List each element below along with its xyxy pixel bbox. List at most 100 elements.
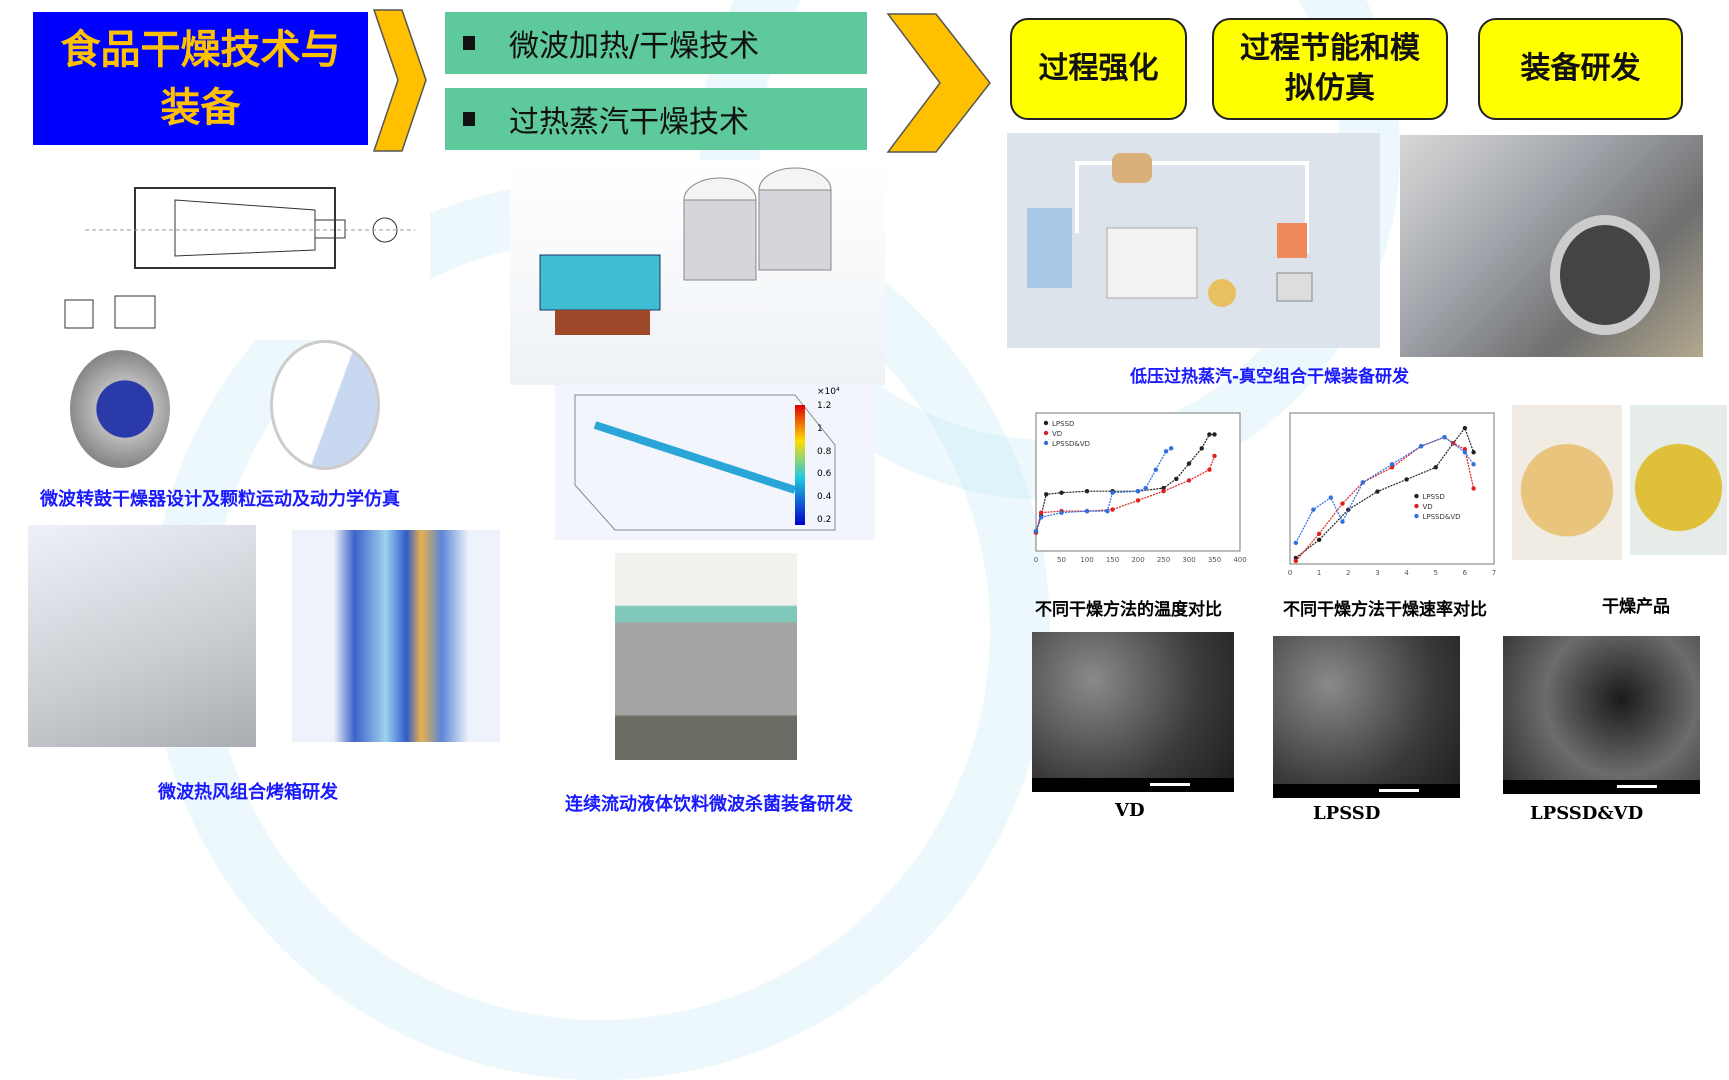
data-point (1311, 507, 1316, 512)
data-point (1471, 450, 1476, 455)
data-point (1471, 486, 1476, 491)
data-point (1038, 510, 1044, 515)
plot-frame (1035, 412, 1241, 552)
data-point (1462, 425, 1468, 431)
data-point (1316, 531, 1322, 536)
data-point (1212, 453, 1217, 459)
legend-marker (1414, 513, 1419, 519)
colorbar-tick: 0.2 (817, 514, 832, 525)
data-point (1389, 465, 1395, 470)
goal-energy-saving-simulation: 过程节能和模拟仿真 (1212, 18, 1448, 120)
colorbar-tick: 1 (817, 423, 823, 434)
goal-equipment-development: 装备研发 (1478, 18, 1683, 120)
data-point (1135, 498, 1141, 503)
legend-marker (1043, 420, 1049, 426)
legend-marker (1043, 440, 1049, 446)
data-point (1163, 449, 1169, 454)
data-point (1207, 432, 1212, 437)
dried-fruit-jar-photo (1630, 405, 1727, 555)
series-line (1295, 436, 1475, 544)
data-point (1161, 485, 1166, 491)
data-point (1471, 462, 1476, 467)
data-point (1433, 465, 1438, 470)
data-point (1186, 478, 1192, 483)
x-tick-label: 5 (1433, 569, 1437, 577)
colorbar-tick: 0.4 (817, 492, 832, 503)
sterilizer-equipment-photo (615, 553, 797, 760)
caption-equipment: 低压过热蒸汽-真空组合干燥装备研发 (1130, 367, 1410, 387)
goal-process-intensification: 过程强化 (1010, 18, 1187, 120)
sem-image-lpssd (1273, 636, 1460, 798)
particle-simulation-image (70, 350, 170, 468)
data-point (1084, 508, 1090, 514)
legend-label: LPSSD&VD (1422, 513, 1460, 521)
caption-oven: 微波热风组合烤箱研发 (158, 782, 338, 803)
x-tick-label: 300 (1182, 556, 1195, 564)
legend-marker (1414, 493, 1419, 499)
data-point (1462, 450, 1468, 455)
x-tick-label: 6 (1463, 569, 1468, 577)
legend-label: LPSSD&VD (1052, 440, 1090, 448)
data-point (1293, 555, 1299, 561)
data-point (1462, 447, 1468, 452)
data-point (1212, 432, 1217, 437)
x-tick-label: 250 (1157, 556, 1170, 564)
legend-marker (1043, 430, 1049, 436)
data-point (1404, 477, 1409, 482)
data-point (1084, 489, 1090, 494)
data-point (1143, 485, 1148, 491)
x-tick-label: 4 (1404, 569, 1409, 577)
data-point (1153, 467, 1159, 472)
x-tick-label: 7 (1492, 569, 1496, 577)
caption-drum-dryer: 微波转鼓干燥器设计及颗粒运动及动力学仿真 (40, 489, 400, 510)
series-line (1295, 426, 1475, 559)
x-tick-label: 200 (1131, 556, 1144, 564)
vacuum-dryer-photo (1400, 135, 1703, 357)
tank-system-render (510, 160, 885, 385)
data-point (1105, 508, 1110, 514)
data-point (1059, 510, 1064, 515)
data-point (1328, 495, 1333, 500)
tech-item-microwave: 微波加热/干燥技术 (445, 12, 867, 74)
data-point (1360, 480, 1366, 485)
equipment-flow-diagram (1007, 133, 1380, 348)
data-point (1199, 446, 1204, 451)
oven-model-image (28, 525, 256, 747)
data-point (1316, 537, 1322, 543)
caption-temperature-comparison: 不同干燥方法的温度对比 (1035, 600, 1222, 620)
sem-image-lpssd-vd (1503, 636, 1700, 794)
caption-sterilizer: 连续流动液体饮料微波杀菌装备研发 (565, 794, 853, 815)
colorbar-tick: 1.2 (817, 401, 832, 411)
data-point (1168, 446, 1174, 451)
data-point (1135, 489, 1141, 494)
data-point (1293, 558, 1299, 564)
data-point (1207, 467, 1212, 472)
chevron-right-icon (886, 13, 991, 153)
data-point (1293, 540, 1299, 546)
data-point (1059, 490, 1064, 495)
tech-item-superheated-steam: 过热蒸汽干燥技术 (445, 88, 867, 150)
x-tick-label: 2 (1346, 569, 1350, 577)
sem-label-lpssd-vd: LPSSD&VD (1530, 803, 1644, 824)
data-point (1186, 461, 1192, 466)
tech-label: 微波加热/干燥技术 (509, 29, 760, 64)
oven-field-simulation-image (292, 530, 500, 742)
chevron-right-icon (372, 9, 427, 152)
x-tick-label: 1 (1317, 569, 1321, 577)
x-tick-label: 50 (1057, 556, 1066, 564)
data-point (1418, 444, 1424, 449)
data-point (1174, 476, 1179, 482)
x-tick-label: 400 (1233, 556, 1246, 564)
plot-frame (1289, 412, 1495, 565)
colorbar-tick: 0.8 (817, 446, 832, 457)
drum-dryer-schematic (55, 160, 430, 340)
drum-section-image (270, 340, 380, 470)
data-point (1389, 462, 1395, 467)
legend-label: LPSSD (1422, 493, 1444, 501)
sem-label-lpssd: LPSSD (1313, 803, 1381, 824)
legend-label: VD (1052, 430, 1062, 438)
colorbar-exponent: ×10⁴ (817, 387, 840, 397)
sem-image-vd (1032, 632, 1234, 792)
x-tick-label: 3 (1375, 569, 1379, 577)
